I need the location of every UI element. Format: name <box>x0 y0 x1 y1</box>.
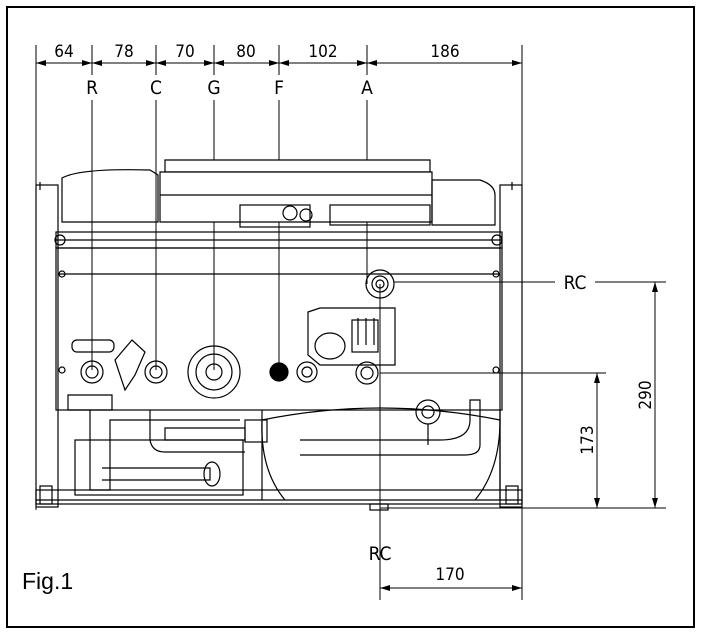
label-R: R <box>86 77 98 99</box>
figure-label: Fig.1 <box>22 568 73 594</box>
dim-70: 70 <box>175 42 194 62</box>
label-rc-bottom: RC <box>369 543 392 565</box>
dim-170: 170 <box>435 565 464 585</box>
dim-64: 64 <box>54 42 73 62</box>
dim-186: 186 <box>430 42 459 62</box>
dim-290: 290 <box>636 380 656 409</box>
bottom-dimension <box>379 540 522 600</box>
boiler-body <box>35 159 523 511</box>
label-G: G <box>207 77 220 99</box>
top-dimension-arrows <box>36 60 522 66</box>
dim-102: 102 <box>308 42 337 62</box>
dim-78: 78 <box>114 42 133 62</box>
label-A: A <box>361 77 373 99</box>
label-F: F <box>274 77 284 99</box>
drawing-border <box>6 6 695 628</box>
bottom-dimension-arrows <box>380 585 522 591</box>
dim-80: 80 <box>236 42 255 62</box>
label-rc-side: RC <box>564 272 587 294</box>
dim-173: 173 <box>578 425 598 454</box>
label-C: C <box>150 77 162 99</box>
right-dimension-arrows <box>594 282 658 508</box>
right-dimensions <box>380 281 666 509</box>
